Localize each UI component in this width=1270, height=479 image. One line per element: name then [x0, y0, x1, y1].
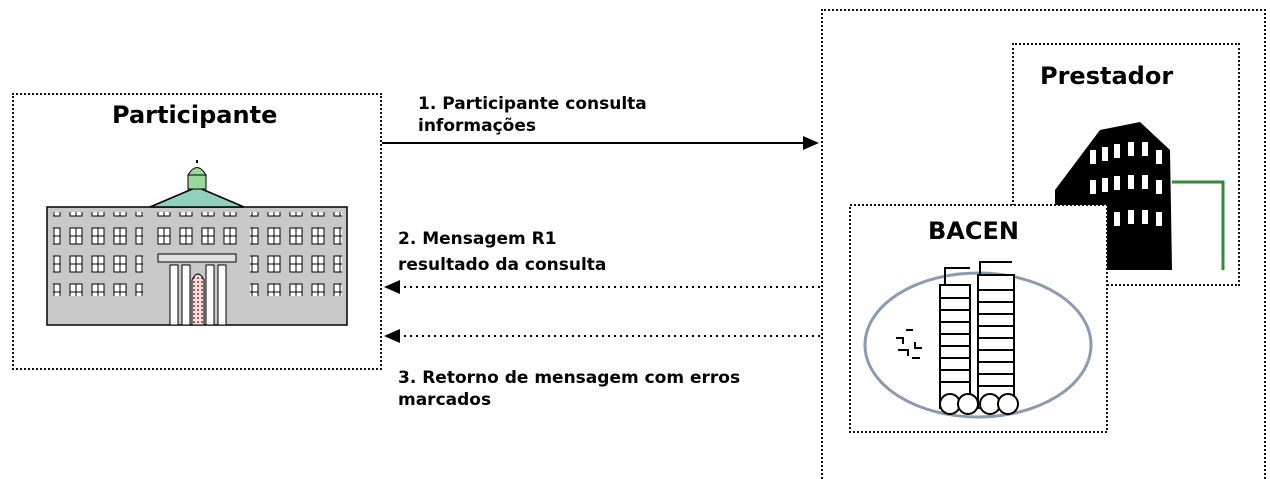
flow-1-label: 1. Participante consulta informações — [418, 93, 647, 137]
flow-3-label: 3. Retorno de mensagem com erros marcado… — [398, 367, 740, 411]
flow-2-label: 2. Mensagem R1 resultado da consulta — [398, 228, 606, 276]
flow-3-arrow — [384, 329, 820, 343]
flow-1-line2: informações — [418, 116, 536, 136]
bacen-title: BACEN — [928, 217, 1019, 245]
flow-2-arrow — [384, 280, 820, 294]
participant-title: Participante — [112, 101, 278, 129]
diagram-graphics: BACEN — [46, 122, 1225, 433]
flow-1-arrow — [382, 136, 819, 150]
flow-3-line2: marcados — [398, 390, 492, 410]
flow-2-line1: 2. Mensagem R1 — [398, 229, 557, 249]
flow-1-line1: 1. Participante consulta — [418, 94, 647, 114]
prestador-title: Prestador — [1040, 62, 1174, 90]
flow-3-line1: 3. Retorno de mensagem com erros — [398, 368, 741, 388]
bacen-tower-icon — [863, 261, 1093, 419]
flow-2-line2: resultado da consulta — [398, 255, 607, 275]
government-building-icon — [46, 160, 348, 326]
